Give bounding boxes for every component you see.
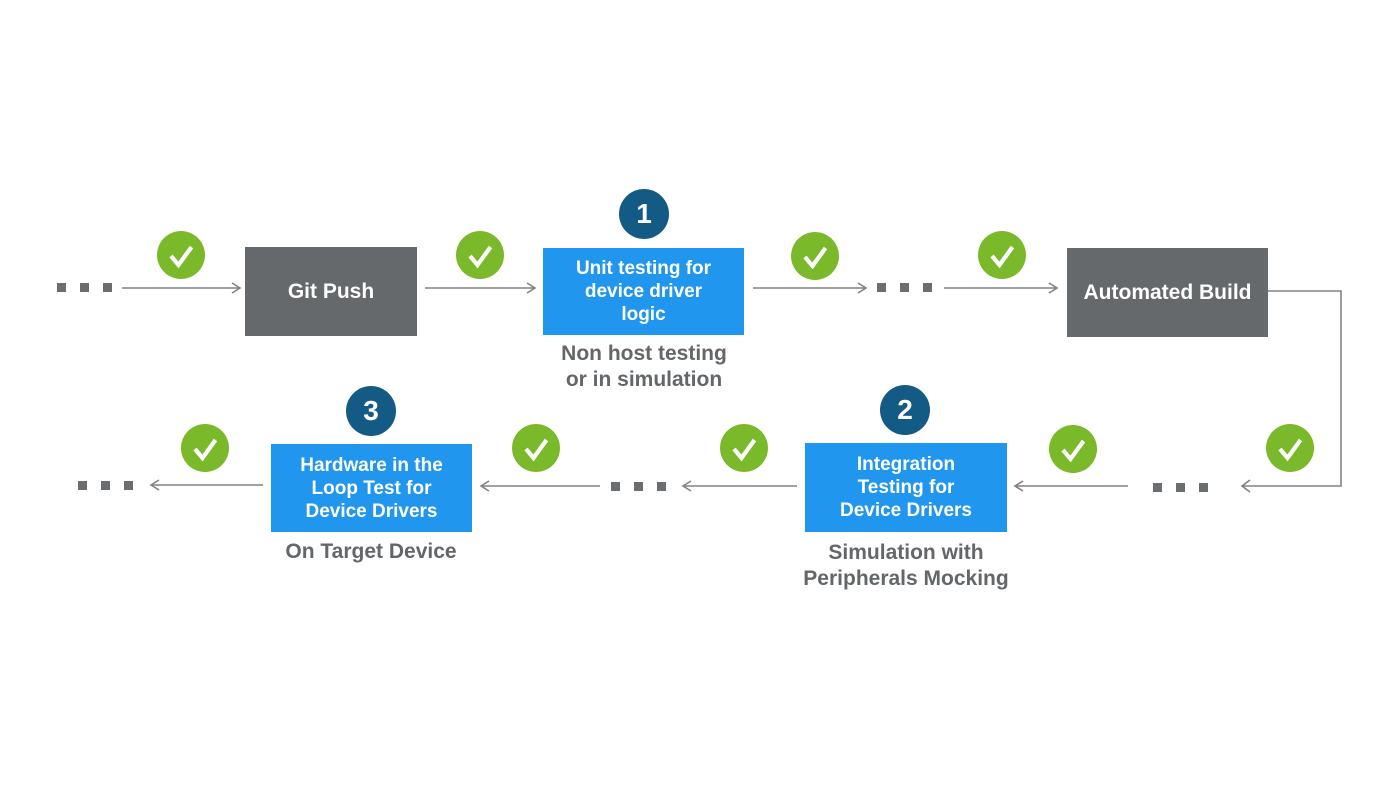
node-hardware-in-loop-label: Hardware in the Loop Test for Device Dri… bbox=[300, 454, 443, 522]
ellipsis-dots bbox=[78, 481, 133, 490]
ellipsis-dots bbox=[57, 283, 112, 292]
ellipsis-dots bbox=[877, 283, 932, 292]
checkmark-icon bbox=[1266, 424, 1314, 472]
checkmark-icon bbox=[791, 232, 839, 280]
node-automated-build-label: Automated Build bbox=[1083, 280, 1252, 304]
step-badge-1-number: 1 bbox=[636, 198, 652, 229]
node-automated-build: Automated Build bbox=[1067, 248, 1268, 337]
arrow-right-icon bbox=[944, 282, 1059, 294]
checkmark-icon bbox=[1049, 425, 1097, 473]
arrow-right-icon bbox=[753, 282, 868, 294]
step-badge-3: 3 bbox=[346, 386, 396, 436]
checkmark-icon bbox=[456, 231, 504, 279]
node-unit-testing: Unit testing for device driver logic bbox=[543, 248, 744, 335]
node-git-push-label: Git Push bbox=[287, 279, 375, 303]
ellipsis-dots bbox=[1153, 483, 1208, 492]
caption-integration-testing: Simulation with Peripherals Mocking bbox=[803, 541, 1009, 590]
step-badge-1: 1 bbox=[619, 189, 669, 239]
checkmark-icon bbox=[512, 424, 560, 472]
checkmark-icon bbox=[978, 231, 1026, 279]
node-git-push: Git Push bbox=[245, 247, 417, 336]
caption-unit-testing: Non host testing or in simulation bbox=[561, 342, 727, 391]
step-badge-2-number: 2 bbox=[897, 394, 913, 425]
checkmark-icon bbox=[181, 424, 229, 472]
arrow-right-icon bbox=[425, 282, 537, 294]
node-integration-testing-label: Integration Testing for Device Drivers bbox=[839, 454, 973, 521]
checkmark-icon bbox=[720, 424, 768, 472]
arrow-left-icon bbox=[479, 480, 600, 492]
caption-hardware-in-loop: On Target Device bbox=[285, 540, 457, 563]
node-unit-testing-label: Unit testing for device driver logic bbox=[575, 258, 712, 325]
arrow-left-icon bbox=[1013, 480, 1128, 492]
node-hardware-in-loop: Hardware in the Loop Test for Device Dri… bbox=[271, 444, 472, 532]
checkmark-icon bbox=[157, 231, 205, 279]
arrow-left-icon bbox=[149, 479, 263, 491]
ellipsis-dots bbox=[611, 482, 666, 491]
arrow-left-icon bbox=[681, 480, 797, 492]
node-integration-testing: Integration Testing for Device Drivers bbox=[805, 443, 1007, 532]
step-badge-3-number: 3 bbox=[363, 395, 379, 426]
connector-elbow bbox=[1240, 290, 1342, 493]
arrow-right-icon bbox=[122, 282, 242, 294]
step-badge-2: 2 bbox=[880, 385, 930, 435]
